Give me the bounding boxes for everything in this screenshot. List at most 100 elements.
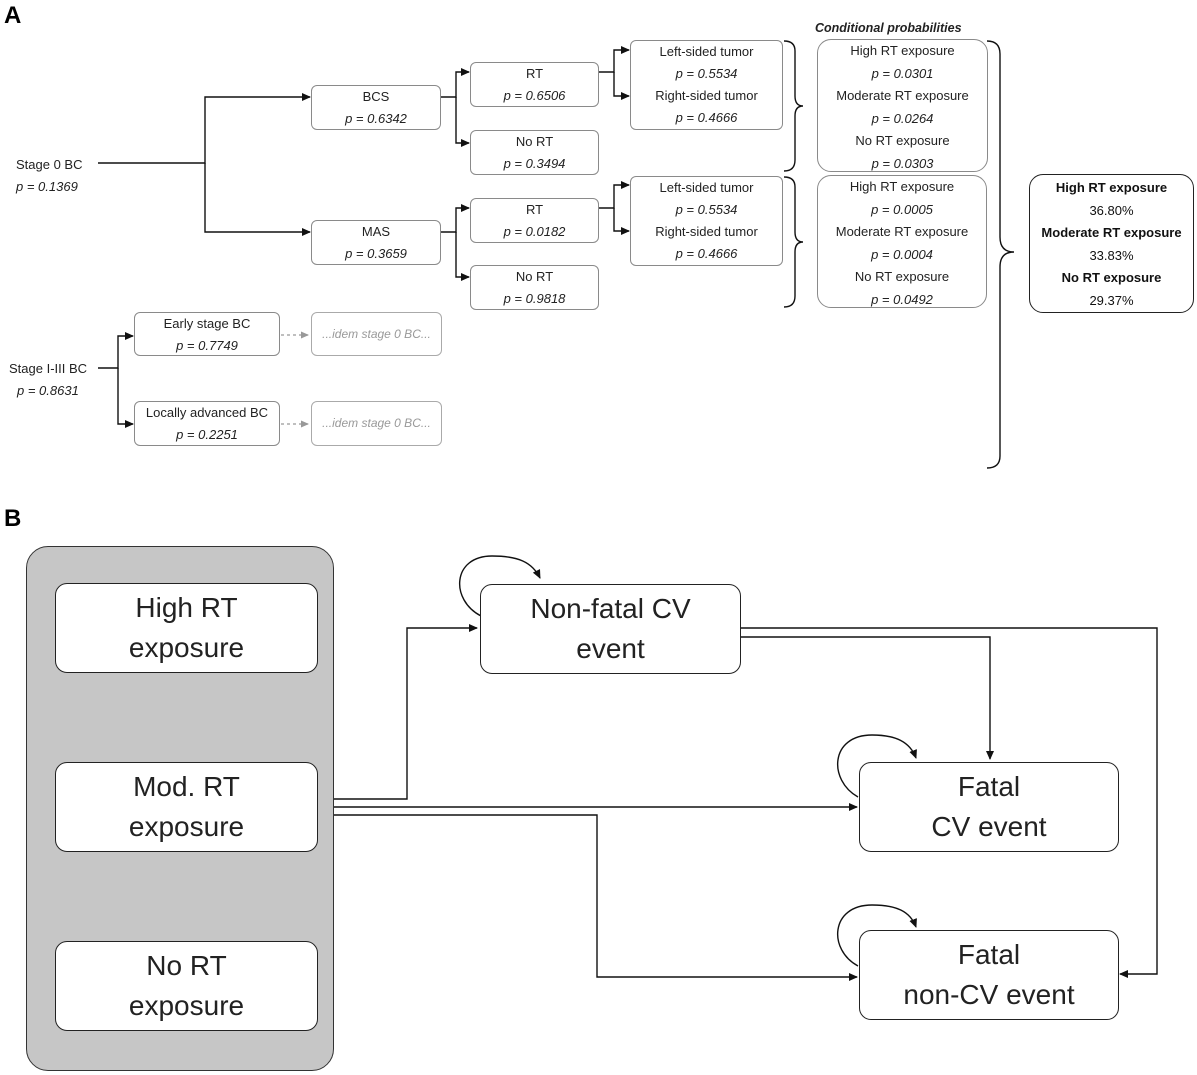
nonfatal-line2: event [576,633,645,664]
final-no-label: No RT exposure [1061,270,1162,285]
local-idem-node: ...idem stage 0 BC... [311,401,442,446]
early-stage-p: p = 0.7749 [176,338,238,353]
mas-p: p = 0.3659 [345,246,407,261]
brace-bcs [783,40,804,172]
edge-stage13-early [98,332,134,369]
stage0-node: Stage 0 BC p = 0.1369 [16,154,83,198]
mas-nort-label: No RT [515,269,554,284]
edge-bcs-rt [441,68,470,98]
cond-bcs-box: High RT exposure p = 0.0301 Moderate RT … [817,39,988,172]
bcs-side-node: Left-sided tumor p = 0.5534 Right-sided … [630,40,783,130]
mod-rt-line2: exposure [128,811,245,842]
fatal-noncv-state: Fatal non-CV event [859,930,1119,1020]
cond-bcs-no-label: No RT exposure [855,133,950,148]
no-rt-line1: No RT [146,950,227,981]
edge-stage0-bcs [98,93,311,164]
fatal-cv-line2: CV event [931,811,1047,842]
edge-mod-nonfatal [318,624,478,800]
mas-nort-p: p = 0.9818 [503,291,566,306]
mas-rt-node: RT p = 0.0182 [470,198,599,243]
high-rt-line1: High RT [135,592,238,623]
edge-bcs-nort [455,97,470,147]
conditional-probabilities-title: Conditional probabilities [815,21,962,35]
bcs-right-label: Right-sided tumor [655,88,758,103]
edge-mod-fatalnoncv [318,814,858,981]
early-stage-node: Early stage BC p = 0.7749 [134,312,280,356]
early-stage-label: Early stage BC [163,316,251,331]
no-rt-state: No RT exposure [55,941,318,1031]
fatal-noncv-line2: non-CV event [903,979,1075,1010]
bcs-p: p = 0.6342 [345,111,407,126]
nonfatal-cv-state: Non-fatal CV event [480,584,741,674]
cond-mas-high-p: p = 0.0005 [871,201,933,217]
mas-left-label: Left-sided tumor [659,180,754,195]
cond-bcs-mod-label: Moderate RT exposure [836,88,969,103]
mas-left-p: p = 0.5534 [675,202,738,217]
locally-advanced-label: Locally advanced BC [145,405,269,420]
bcs-left-label: Left-sided tumor [659,44,754,59]
bcs-label: BCS [362,89,390,104]
panel-b-letter: B [4,505,22,532]
cond-mas-no-label: No RT exposure [854,269,950,284]
stage13-label: Stage I-III BC [9,361,88,376]
mas-rt-p: p = 0.0182 [503,224,566,239]
fatal-cv-state: Fatal CV event [859,762,1119,852]
edge-mas-nort [455,232,470,281]
edge-stage13-local [117,368,134,428]
cond-mas-box: High RT exposure p = 0.0005 Moderate RT … [817,175,987,308]
mas-rt-label: RT [525,202,544,217]
edge-nonfatal-fatalcv [741,636,994,760]
selfloop-fatalnoncv [837,904,917,967]
fatal-cv-line1: Fatal [957,771,1021,802]
locally-advanced-p: p = 0.2251 [176,427,238,442]
bcs-nort-label: No RT [515,134,554,149]
mod-rt-state: Mod. RT exposure [55,762,318,852]
bcs-rt-p: p = 0.6506 [503,88,566,103]
early-idem-node: ...idem stage 0 BC... [311,312,442,356]
final-exposure-box: High RT exposure 36.80% Moderate RT expo… [1029,174,1194,313]
mas-nort-node: No RT p = 0.9818 [470,265,599,310]
edge-masrt-left [599,181,630,209]
cond-mas-no-p: p = 0.0492 [871,291,933,307]
stage0-p: p = 0.1369 [16,179,78,194]
cond-mas-high-label: High RT exposure [849,179,955,194]
final-high-value: 36.80% [1089,202,1134,218]
high-rt-line2: exposure [128,632,245,663]
bcs-rt-label: RT [525,66,544,81]
stage13-node: Stage I-III BC p = 0.8631 [9,358,87,402]
edge-masrt-right [613,208,630,235]
panel-a-letter: A [4,2,22,29]
bcs-nort-node: No RT p = 0.3494 [470,130,599,175]
edge-bcsrt-left [599,46,630,73]
bcs-left-p: p = 0.5534 [675,66,738,81]
cond-mas-mod-p: p = 0.0004 [871,246,933,262]
stage0-label: Stage 0 BC [16,157,83,172]
final-high-label: High RT exposure [1055,180,1168,195]
edge-bcsrt-right [613,72,630,100]
brace-mas [783,176,804,308]
fatal-noncv-line1: Fatal [957,939,1021,970]
mas-side-node: Left-sided tumor p = 0.5534 Right-sided … [630,176,783,266]
bcs-rt-node: RT p = 0.6506 [470,62,599,107]
cond-bcs-high-p: p = 0.0301 [871,65,934,81]
final-no-value: 29.37% [1089,292,1134,308]
nonfatal-line1: Non-fatal CV [530,593,691,624]
bcs-right-p: p = 0.4666 [675,110,738,125]
mod-rt-line1: Mod. RT [133,771,240,802]
high-rt-state: High RT exposure [55,583,318,673]
mas-right-p: p = 0.4666 [675,246,738,261]
selfloop-nonfatal [458,555,541,617]
bcs-nort-p: p = 0.3494 [503,156,566,171]
edge-nonfatal-fatalnoncv [741,627,1158,978]
stage13-p: p = 0.8631 [17,383,79,398]
selfloop-fatalcv [837,734,917,798]
cond-mas-mod-label: Moderate RT exposure [835,224,969,239]
mas-label: MAS [361,224,391,239]
final-mod-value: 33.83% [1089,247,1134,263]
cond-bcs-no-p: p = 0.0303 [871,155,934,171]
mas-node: MAS p = 0.3659 [311,220,441,265]
cond-bcs-high-label: High RT exposure [850,43,955,58]
edge-stage0-mas [204,163,311,236]
mas-right-label: Right-sided tumor [655,224,758,239]
